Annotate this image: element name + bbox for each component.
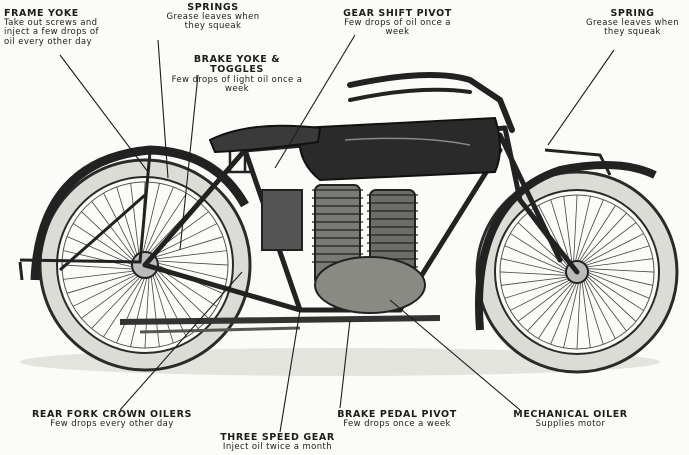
saddle	[208, 124, 322, 154]
wheel-spoke	[156, 262, 227, 280]
wheel-spoke	[501, 276, 569, 286]
label-brake-pedal-pivot: BRAKE PEDAL PIVOT Few drops once a week	[332, 409, 462, 430]
wheel-spoke	[583, 279, 604, 345]
mech-oiler-title: MECHANICAL OILER	[513, 409, 628, 420]
brake-pedal-desc: Few drops once a week	[343, 419, 451, 430]
wheel-spoke	[574, 196, 591, 263]
wheel-spoke	[504, 245, 568, 273]
wheel-spoke	[586, 275, 637, 322]
wheel-spoke	[150, 275, 160, 347]
gear-shift-title: GEAR SHIFT PIVOT	[343, 8, 452, 19]
label-springs: SPRINGS Grease leaves when they squeak	[158, 2, 268, 32]
front-mudguard	[475, 161, 657, 331]
wheel-spoke	[586, 271, 650, 299]
label-brake-yoke: BRAKE YOKE & TOGGLES Few drops of light …	[168, 54, 306, 94]
label-rear-fork-crown-oilers: REAR FORK CROWN OILERS Few drops every o…	[22, 409, 202, 430]
wheel-spoke	[581, 280, 591, 348]
wheel-spoke	[581, 222, 637, 264]
rear-fork-title: REAR FORK CROWN OILERS	[32, 409, 192, 420]
gear-shift-desc: Few drops of oil once a week	[344, 18, 451, 38]
wheel-spoke	[66, 272, 136, 294]
wheel-spoke	[142, 183, 160, 254]
wheel-spoke	[156, 260, 229, 266]
wheel-spoke	[154, 236, 224, 258]
wheel-spoke	[586, 273, 644, 311]
wheel-spoke	[81, 275, 140, 319]
label-mechanical-oiler: MECHANICAL OILER Supplies motor	[508, 409, 633, 430]
wheel-spoke	[501, 258, 568, 275]
wheel-spoke	[585, 258, 653, 268]
wheel-spoke	[576, 281, 581, 350]
wheel-spoke	[155, 250, 227, 260]
wheel-spoke	[116, 276, 146, 344]
wheel-spoke	[91, 201, 135, 260]
label-gear-shift-pivot: GEAR SHIFT PIVOT Few drops of oil once a…	[340, 8, 455, 38]
fuel-tank	[298, 116, 501, 182]
brake-yoke-title: BRAKE YOKE & TOGGLES	[193, 54, 281, 76]
label-three-speed-gear: THREE SPEED GEAR Inject oil twice a mont…	[210, 432, 345, 453]
wheel-spoke	[499, 271, 568, 276]
wheel-spoke	[144, 276, 150, 349]
wheel-spoke	[103, 192, 137, 258]
brake-pedal-title: BRAKE PEDAL PIVOT	[337, 409, 457, 420]
wheel-spoke	[517, 280, 573, 322]
mech-oiler-desc: Supplies motor	[535, 419, 606, 430]
wheel-spoke	[504, 278, 570, 299]
wheel-spoke	[510, 233, 568, 271]
wheel-spoke	[550, 199, 571, 265]
springs-title: SPRINGS	[187, 2, 239, 13]
wheel-spoke	[573, 194, 578, 263]
wheel-spoke	[146, 192, 187, 254]
wheel-spoke	[586, 269, 653, 286]
wheel-spoke	[153, 272, 187, 338]
three-speed-title: THREE SPEED GEAR	[220, 432, 335, 443]
wheel-spoke	[72, 223, 134, 264]
wheel-spoke	[61, 264, 134, 270]
wheel-spoke	[538, 281, 576, 339]
wheel-spoke	[63, 270, 135, 280]
wheel-spoke	[550, 281, 578, 345]
leader-lines	[59, 34, 615, 433]
wheel-spoke	[116, 186, 138, 256]
wheel-spoke	[152, 223, 218, 257]
wheel-spoke	[130, 183, 140, 255]
wheel-spoke	[527, 281, 574, 332]
wheel-spoke	[584, 245, 650, 266]
wheel-spoke	[72, 273, 138, 307]
springs-desc: Grease leaves when they squeak	[166, 12, 260, 32]
wheel-spoke	[156, 268, 209, 319]
wheel-spoke	[586, 268, 655, 273]
label-frame-yoke: FRAME YOKE Take out screws and inject a …	[4, 8, 104, 47]
spring-desc: Grease leaves when they squeak	[585, 18, 680, 38]
exhaust	[119, 315, 441, 325]
frame-yoke-title: FRAME YOKE	[4, 8, 79, 19]
brake-yoke-desc: Few drops of light oil once a week	[171, 74, 303, 94]
wheel-spoke	[584, 278, 616, 339]
wheel-spoke	[144, 186, 174, 254]
wheel-spoke	[130, 276, 148, 347]
wheel-spoke	[81, 211, 134, 262]
v-twin-engine	[261, 184, 426, 314]
wheel-spoke	[583, 233, 644, 265]
wheel-spoke	[578, 205, 616, 263]
wheel-spoke	[63, 250, 134, 268]
wheel-spoke	[576, 199, 604, 263]
wheel-spoke	[563, 281, 580, 348]
three-speed-desc: Inject oil twice a month	[222, 442, 333, 453]
wheel-spoke	[91, 276, 142, 329]
handlebars	[347, 72, 515, 133]
frame-yoke-desc: Take out screws and inject a few drops o…	[4, 18, 99, 47]
rear-fork-desc: Few drops every other day	[50, 419, 174, 430]
wheel-spoke	[563, 196, 573, 264]
wheel-spoke	[585, 276, 627, 332]
wheel-spoke	[580, 212, 627, 263]
wheel-spoke	[103, 276, 144, 338]
label-spring: SPRING Grease leaves when they squeak	[585, 8, 680, 38]
wheel-spoke	[510, 279, 571, 311]
rear-mudguard	[30, 145, 249, 281]
luggage-rack	[18, 151, 152, 281]
spring-title: SPRING	[610, 8, 655, 19]
